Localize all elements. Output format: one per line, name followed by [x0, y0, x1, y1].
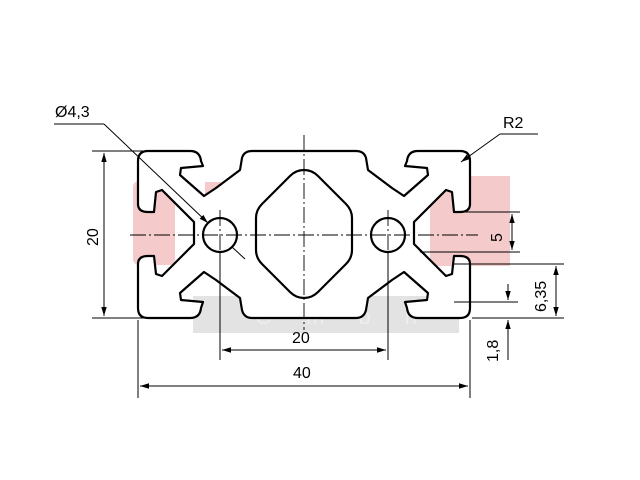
height-dimension-label: 20	[85, 228, 102, 246]
radius-label: R2	[503, 115, 524, 132]
height-dimension: 20	[85, 150, 146, 319]
hole-diameter-label: Ø4,3	[55, 104, 90, 121]
wall-thickness-label: 1,8	[485, 340, 502, 362]
slot-offset-dimension: 5	[420, 211, 520, 253]
inner-width-label: 20	[292, 330, 310, 347]
inner-width-dimension: 20	[219, 252, 389, 360]
slot-offset-label: 5	[489, 233, 506, 242]
slot-depth-label: 6,35	[533, 281, 550, 312]
total-width-dimension: 40	[137, 320, 471, 398]
radius-leader: R2	[460, 115, 538, 163]
hole-diameter-leader: Ø4,3	[54, 104, 246, 260]
wall-thickness-dimension: 1,8	[454, 284, 518, 362]
slot-depth-dimension: 6,35	[454, 263, 564, 319]
total-width-label: 40	[293, 365, 311, 382]
